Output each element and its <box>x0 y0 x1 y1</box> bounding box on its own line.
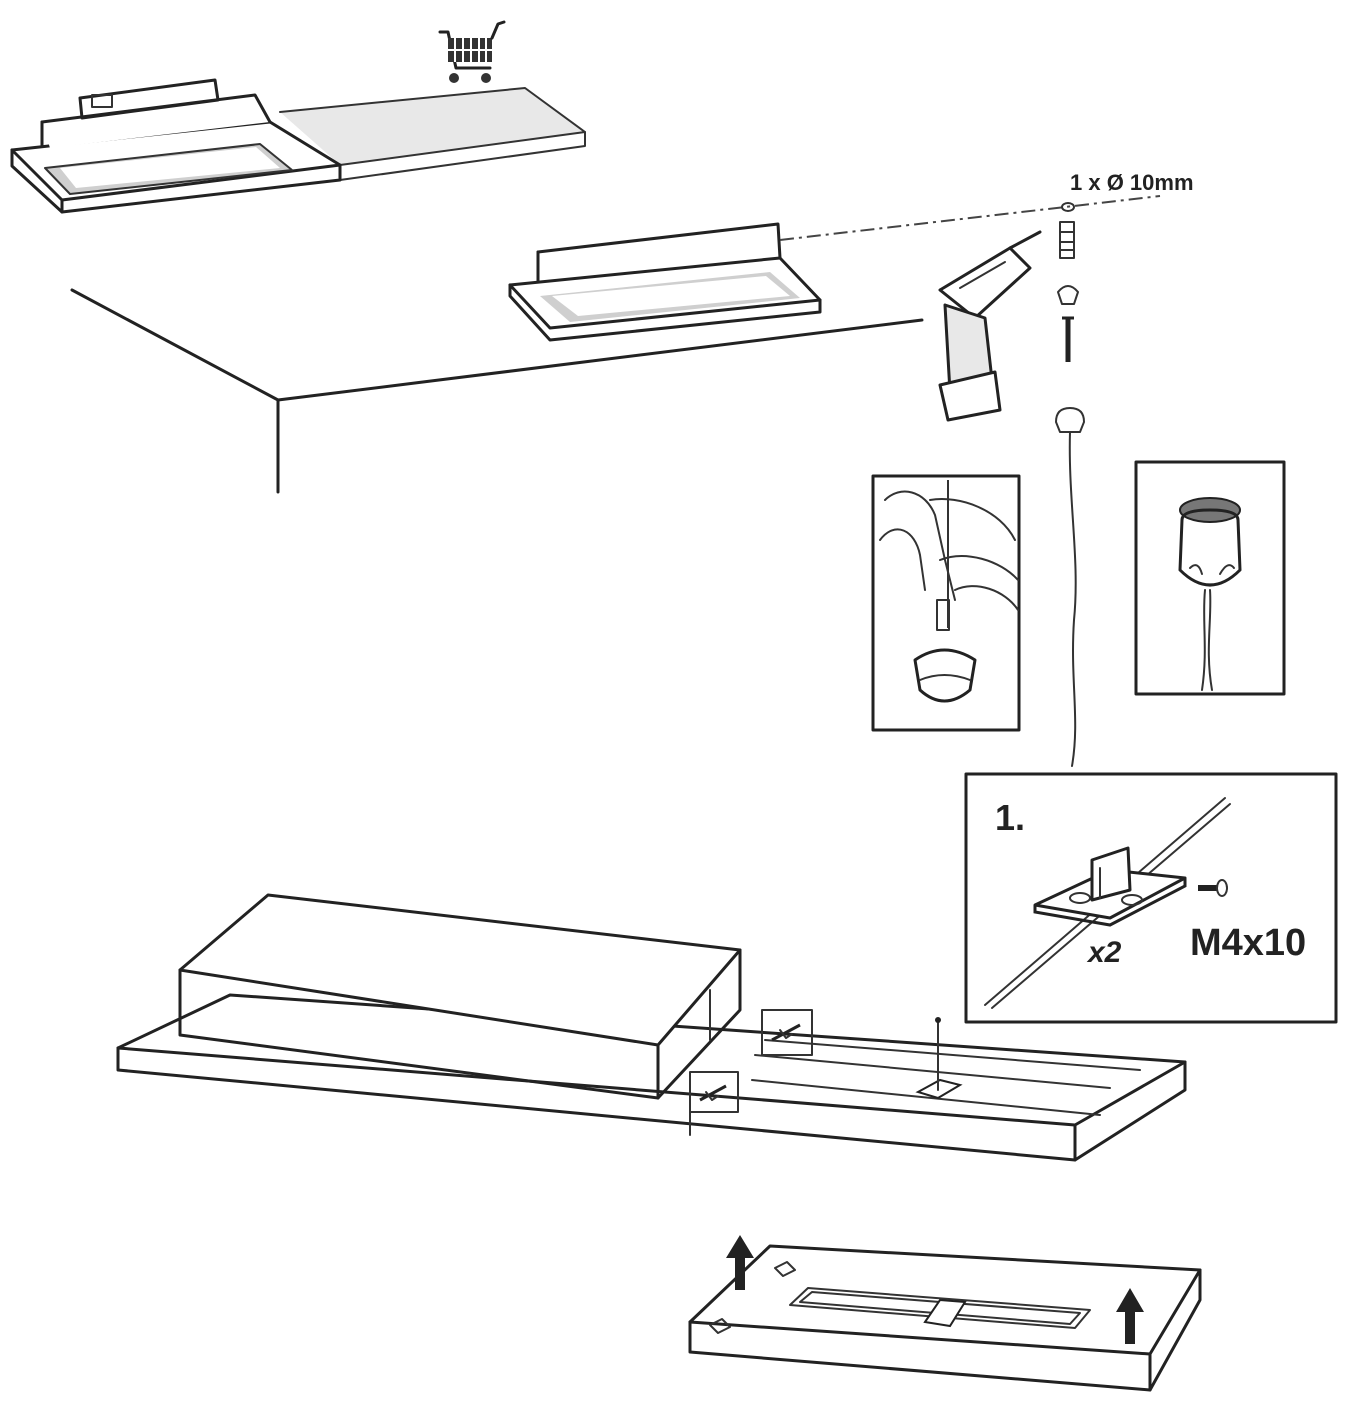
ceiling-rose-cable <box>1055 407 1085 767</box>
wall-plug-icon <box>1059 202 1075 259</box>
m4-screw-icon <box>1198 879 1228 897</box>
step-number-label: 1. <box>995 797 1025 838</box>
drill-spec-label: 1 x Ø 10mm <box>1070 170 1194 195</box>
up-arrow-icon <box>1116 1288 1144 1344</box>
screw-spec-label: M4x10 <box>1190 922 1306 964</box>
extension-board-illustration <box>688 1244 1202 1392</box>
hood-with-extension-illustration <box>10 78 586 214</box>
quantity-label: x2 <box>1086 936 1122 969</box>
ceiling-hood-illustration <box>508 222 822 342</box>
clip-detail-1 <box>761 1009 813 1056</box>
screw-icon <box>1062 316 1074 362</box>
shopping-cart-icon <box>438 20 506 83</box>
hood-assembly-illustration <box>116 893 1187 1162</box>
ceiling-hook-icon <box>1057 285 1079 305</box>
up-arrow-icon <box>726 1235 754 1290</box>
bracket-icon <box>1033 846 1187 927</box>
clip-detail-2 <box>689 1071 739 1113</box>
detail-box-ceiling-rose <box>1134 460 1286 696</box>
power-drill-icon <box>938 230 1042 422</box>
ceiling-wall-lines <box>70 288 924 494</box>
alignment-line <box>779 195 1161 241</box>
detail-box-cable-hand <box>871 474 1021 732</box>
step-1-detail-box: 1. x2 M4x10 <box>964 772 1338 1024</box>
